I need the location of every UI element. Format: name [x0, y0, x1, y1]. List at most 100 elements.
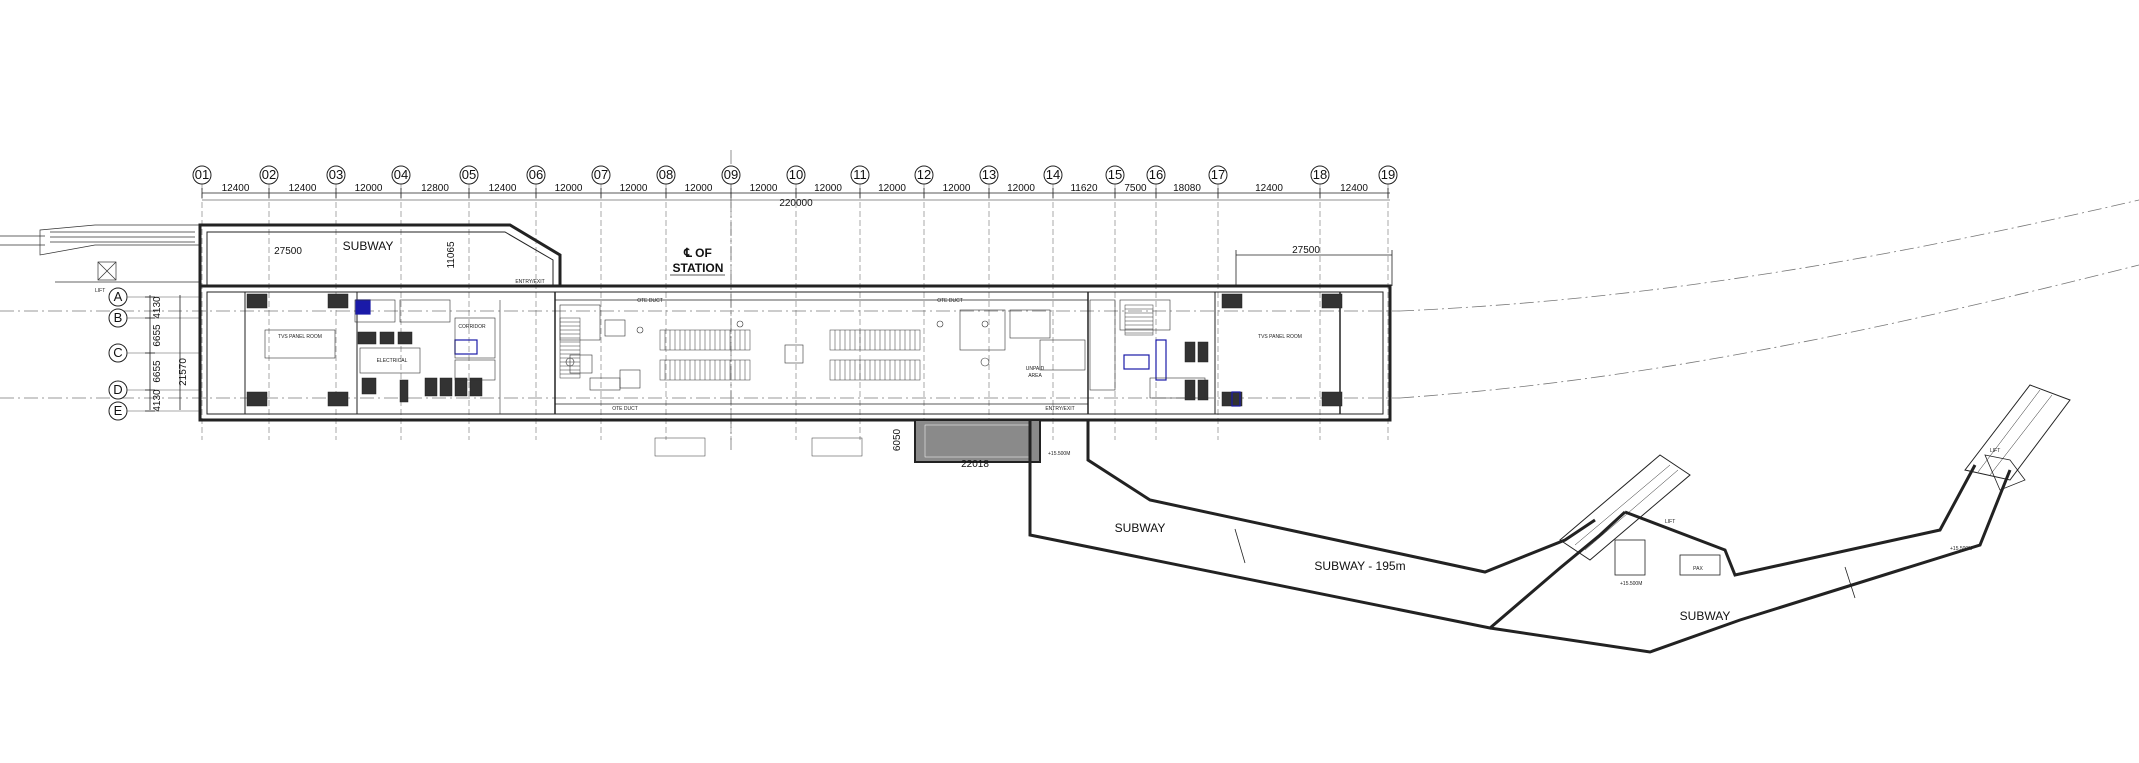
- station-centreline-label-2: STATION: [673, 261, 724, 275]
- lift-label-left: LIFT: [95, 288, 105, 294]
- pax-room-label: PAX: [1693, 566, 1703, 572]
- grid-label-11: 11: [853, 167, 867, 182]
- row-dimension-2: 6655: [152, 324, 163, 347]
- grid-bubble-B: B: [108, 308, 200, 328]
- column-dimension-10: 12000: [814, 183, 842, 194]
- right-subway: [1028, 384, 2071, 654]
- grid-label-01: 01: [195, 167, 209, 182]
- column-dimension-6: 12000: [555, 183, 583, 194]
- note-boxes: [654, 437, 863, 457]
- grid-bubble-18: 18: [1310, 165, 1330, 185]
- grid-bubble-03: 03: [326, 165, 346, 185]
- grid-bubble-14: 14: [1043, 165, 1063, 185]
- grid-label-09: 09: [724, 167, 738, 182]
- right-end-dimension: 27500: [1292, 245, 1320, 256]
- grid-bubble-D: D: [108, 380, 200, 400]
- escalator-2: [659, 359, 751, 381]
- annex-depth-dimension: 6050: [892, 428, 903, 451]
- electrical-room: ELECTRICAL: [377, 358, 408, 364]
- row-dimension-3: 6655: [152, 360, 163, 383]
- lift-label-right: LIFT: [1665, 519, 1675, 525]
- subway-length-label: SUBWAY - 195m: [1314, 559, 1405, 573]
- entry-exit-top: ENTRY/EXIT: [515, 279, 544, 285]
- row-dimension-1: 4130: [152, 296, 163, 319]
- grid-label-12: 12: [917, 167, 931, 182]
- grid-label-03: 03: [329, 167, 343, 182]
- grid-bubble-17: 17: [1208, 165, 1228, 185]
- corridor-left: CORRIDOR: [458, 324, 486, 330]
- grid-bubble-11: 11: [850, 165, 870, 185]
- grid-label-08: 08: [659, 167, 673, 182]
- tvs-panel-room-right: TVS PANEL ROOM: [1258, 334, 1302, 340]
- column-dimension-17: 12400: [1255, 183, 1283, 194]
- column-dimension-12: 12000: [943, 183, 971, 194]
- grid-label-D: D: [113, 382, 122, 397]
- grid-label-05: 05: [462, 167, 476, 182]
- grid-label-19: 19: [1381, 167, 1395, 182]
- subway-label-top: SUBWAY: [343, 239, 394, 253]
- column-dimension-8: 12000: [685, 183, 713, 194]
- escalator-3: [829, 329, 921, 351]
- tvs-panel-room-left: TVS PANEL ROOM: [278, 334, 322, 340]
- grid-bubble-19: 19: [1378, 165, 1398, 185]
- grid-label-02: 02: [262, 167, 276, 182]
- column-dimension-11: 12000: [878, 183, 906, 194]
- escalator-4: [829, 359, 921, 381]
- grid-label-16: 16: [1149, 167, 1163, 182]
- unpaid-area-label: UNPAID: [1026, 366, 1045, 372]
- subway-label-right: SUBWAY: [1680, 609, 1731, 623]
- grid-bubble-01: 01: [192, 165, 212, 185]
- left-escalator-link: [0, 224, 201, 283]
- grid-bubble-12: 12: [914, 165, 934, 185]
- escalator-1: [659, 329, 751, 351]
- column-dimension-16: 18080: [1173, 183, 1201, 194]
- grid-bubble-05: 05: [459, 165, 479, 185]
- grid-bubble-C: C: [108, 343, 200, 363]
- concourse-fixtures: [559, 299, 1206, 399]
- grid-label-15: 15: [1108, 167, 1122, 182]
- grid-bubble-07: 07: [591, 165, 611, 185]
- grid-label-04: 04: [394, 167, 408, 182]
- grid-label-C: C: [113, 345, 122, 360]
- column-grid-lines: [201, 175, 1389, 440]
- grid-label-18: 18: [1313, 167, 1327, 182]
- grid-label-A: A: [114, 289, 123, 304]
- grid-label-13: 13: [982, 167, 996, 182]
- column-dimension-9: 12000: [750, 183, 778, 194]
- ote-duct-label-bottom: OTE DUCT: [612, 406, 638, 412]
- concourse-level-3: +15.500M: [1950, 546, 1972, 552]
- grid-bubble-15: 15: [1105, 165, 1125, 185]
- grid-bubble-A: A: [108, 287, 200, 307]
- column-dimension-14: 11620: [1070, 183, 1098, 194]
- grid-bubble-10: 10: [786, 165, 806, 185]
- lift-label-far-right: LIFT: [1990, 448, 2000, 454]
- column-dimension-2: 12400: [289, 183, 317, 194]
- column-dimension-1: 12400: [222, 183, 250, 194]
- unpaid-area-label-2: AREA: [1028, 373, 1042, 379]
- concourse-level-2: +15.500M: [1620, 581, 1642, 587]
- column-dimension-3: 12000: [355, 183, 383, 194]
- station-centreline-label-1: ℄ OF: [683, 246, 712, 260]
- column-dimension-7: 12000: [620, 183, 648, 194]
- grid-bubble-E: E: [108, 401, 200, 421]
- column-dimension-15: 7500: [1124, 183, 1147, 194]
- row-grid-bubbles: AB C DE: [108, 287, 200, 421]
- concourse-escalators: [559, 304, 1154, 381]
- column-dimension-13: 12000: [1007, 183, 1035, 194]
- entry-exit-bottom: ENTRY/EXIT: [1045, 406, 1074, 412]
- column-dimension-18: 12400: [1340, 183, 1368, 194]
- grid-bubble-02: 02: [259, 165, 279, 185]
- total-width-dimension: 21570: [178, 358, 189, 386]
- grid-bubble-13: 13: [979, 165, 999, 185]
- escalator-6: [1124, 304, 1154, 336]
- grid-bubble-04: 04: [391, 165, 411, 185]
- grid-bubble-06: 06: [526, 165, 546, 185]
- station-box: [198, 284, 1392, 422]
- grid-label-17: 17: [1211, 167, 1225, 182]
- grid-label-14: 14: [1046, 167, 1060, 182]
- annex-width-dimension: 22018: [961, 459, 989, 470]
- left-zone-rooms: [264, 299, 501, 414]
